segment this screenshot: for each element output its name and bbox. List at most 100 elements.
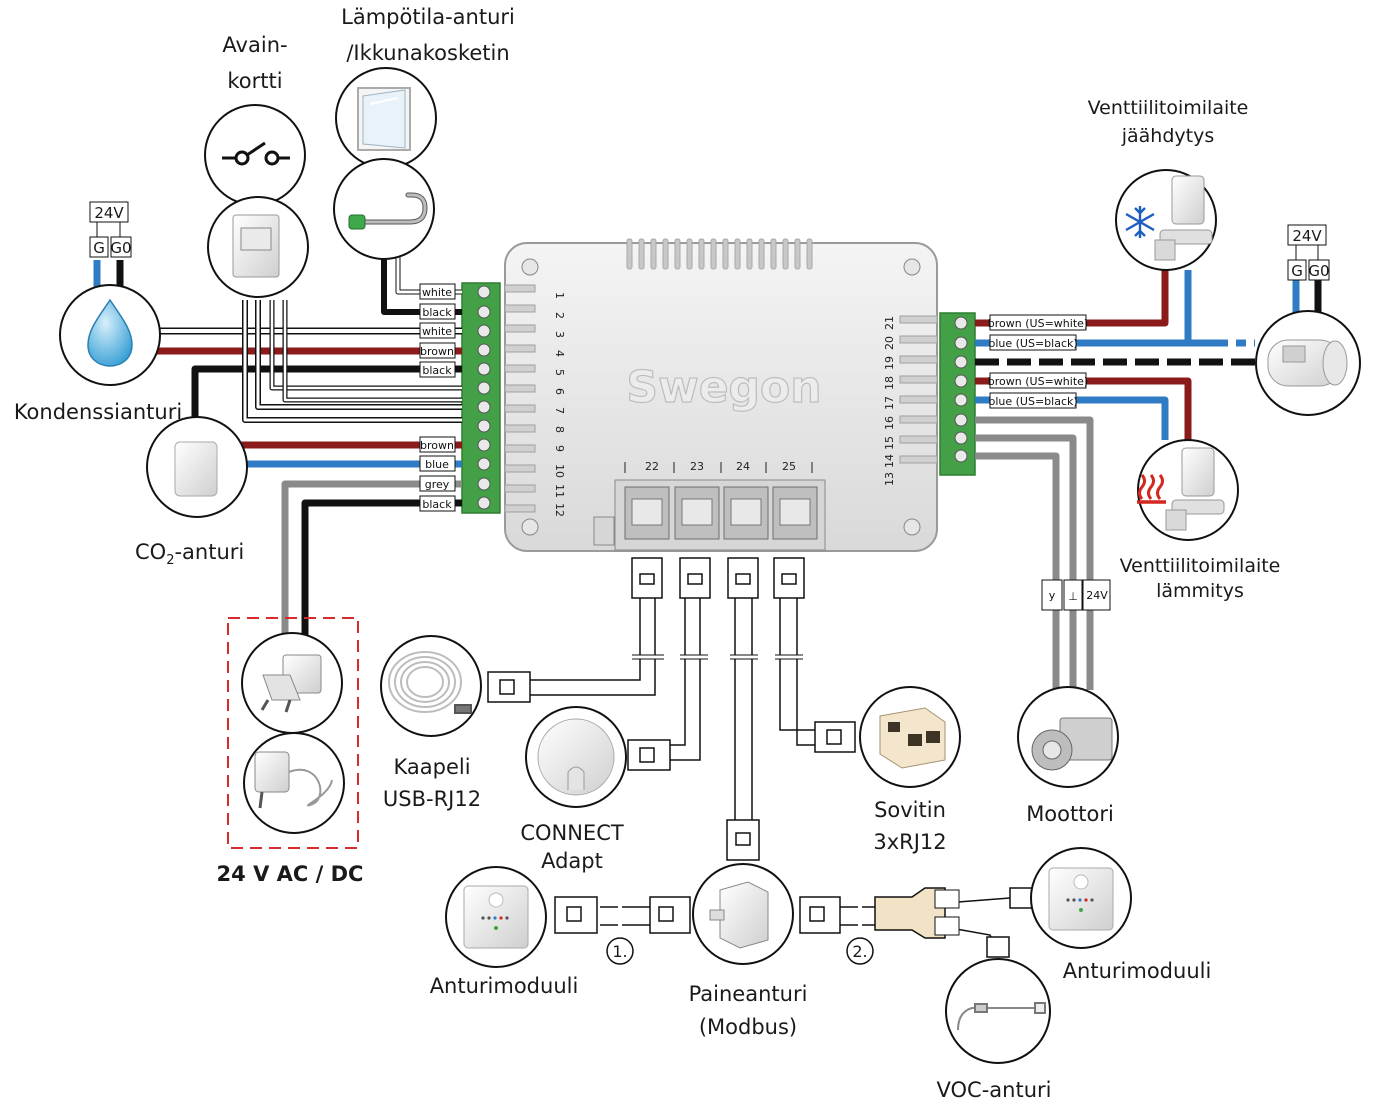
right-wire-tags: brown (US=white) blue (US=black) brown (… xyxy=(988,314,1088,409)
damper-actuator-icon xyxy=(1267,339,1348,387)
window-icon xyxy=(357,87,411,151)
temp-probe-icon xyxy=(348,192,428,230)
step-2: 2. xyxy=(852,942,867,961)
svg-text:6: 6 xyxy=(553,388,566,395)
pressure-sensor-icon xyxy=(709,881,769,949)
motor-device xyxy=(1017,686,1119,788)
label-power: 24 V AC / DC xyxy=(217,862,364,886)
svg-text:16: 16 xyxy=(883,416,896,430)
svg-text:15: 15 xyxy=(883,436,896,450)
tag-blue-10: blue xyxy=(425,458,449,471)
snowflake-icon xyxy=(1125,206,1155,238)
port-24-label: 24 xyxy=(736,460,750,473)
keycard-device xyxy=(207,196,309,298)
motor-terminal-tags: y ⊥ 24V xyxy=(1041,579,1111,611)
label-paine-1: Paineanturi xyxy=(689,982,808,1006)
label-co2: CO2-anturi xyxy=(135,540,244,568)
voc-sensor-icon xyxy=(957,1002,1046,1031)
tag-grey-11: grey xyxy=(425,478,450,491)
rj12-splitter-y xyxy=(874,887,946,939)
valve-heating-device xyxy=(1137,439,1239,541)
damper-actuator-device xyxy=(1255,310,1361,416)
supply-right: 24V G G0 xyxy=(1287,224,1330,281)
rj12-splitter-icon xyxy=(879,707,946,769)
usb-cable-device xyxy=(380,635,482,737)
label-connect-1: CONNECT xyxy=(520,821,624,845)
svg-text:10: 10 xyxy=(553,464,566,478)
svg-text:11: 11 xyxy=(553,484,566,498)
power-adapter-icon xyxy=(254,751,333,809)
usb-cable-icon xyxy=(388,651,472,714)
svg-text:20: 20 xyxy=(883,336,896,350)
key-switch-icon xyxy=(222,141,290,166)
damper-motor-icon xyxy=(1031,717,1113,771)
sensor-module-icon-right xyxy=(1048,867,1114,931)
motor-tag-ground: ⊥ xyxy=(1068,590,1078,603)
label-venttiili-jaah-2: jäähdytys xyxy=(1121,125,1215,147)
keycard-holder-icon xyxy=(232,214,280,278)
svg-text:3: 3 xyxy=(553,331,566,338)
svg-text:21: 21 xyxy=(883,316,896,330)
rj12-ports: 22 23 24 25 xyxy=(593,460,826,551)
vent-slots xyxy=(626,238,813,270)
connect-adapt-device xyxy=(525,706,627,808)
label-venttiili-jaah-1: Venttiilitoimilaite xyxy=(1088,97,1249,119)
voc-sensor-device xyxy=(945,958,1051,1064)
rj12-cables xyxy=(530,596,1011,946)
supply-right-g: G xyxy=(1291,262,1303,280)
step-markers: 1. 2. xyxy=(606,937,874,965)
supply-left: 24V G G0 xyxy=(89,201,132,258)
tag-black-2: black xyxy=(422,306,452,319)
label-kaapeli-1: Kaapeli xyxy=(393,755,470,779)
control-unit: Swegon 1 2 3 4 5 6 7 8 9 10 xyxy=(504,238,938,552)
heat-icon xyxy=(1137,474,1166,504)
svg-text:13: 13 xyxy=(883,472,896,486)
valve-cooling-device xyxy=(1115,169,1217,271)
water-drop-icon xyxy=(87,298,133,367)
tag-brown-9: brown xyxy=(420,439,454,452)
port-22-label: 22 xyxy=(645,460,659,473)
right-fins xyxy=(899,315,938,464)
brand-logo: Swegon xyxy=(626,362,821,413)
label-avainkortti-1: Avain- xyxy=(222,33,287,57)
key-switch-device xyxy=(204,104,306,206)
sensor-module-right xyxy=(1030,847,1132,949)
right-terminal-block xyxy=(939,312,976,476)
label-kondenssi: Kondenssianturi xyxy=(14,400,182,424)
tag-white-3: white xyxy=(422,325,452,338)
tag-blue-20: blue (US=black) xyxy=(988,337,1077,350)
label-anturimoduuli-right: Anturimoduuli xyxy=(1063,959,1212,983)
cable-breaks xyxy=(618,655,862,932)
tag-white-1: white xyxy=(422,286,452,299)
left-terminal-numbers: 1 2 3 4 5 6 7 8 9 10 11 12 xyxy=(553,292,566,517)
tag-brown-21: brown (US=white) xyxy=(988,317,1088,330)
supply-left-g: G xyxy=(93,239,105,257)
label-voc: VOC-anturi xyxy=(937,1078,1052,1102)
svg-text:18: 18 xyxy=(883,376,896,390)
svg-text:17: 17 xyxy=(883,396,896,410)
label-lampotila-2: /Ikkunakosketin xyxy=(346,41,509,65)
window-device xyxy=(335,67,437,169)
svg-text:1: 1 xyxy=(553,292,566,299)
right-terminal-numbers: 21 20 19 18 17 16 15 14 13 xyxy=(883,316,896,486)
left-wire-tags: white black white brown black brown blue… xyxy=(419,283,456,512)
supply-left-g0: G0 xyxy=(110,239,131,257)
label-paine-2: (Modbus) xyxy=(699,1015,797,1039)
labels: Avain- kortti Lämpötila-anturi /Ikkunako… xyxy=(14,5,1281,1102)
label-kaapeli-2: USB-RJ12 xyxy=(383,787,481,811)
tag-black-5: black xyxy=(422,364,452,377)
transformer-icon xyxy=(260,654,322,713)
svg-text:2: 2 xyxy=(553,312,566,319)
tag-black-12: black xyxy=(422,498,452,511)
screws xyxy=(521,258,921,536)
condensation-device xyxy=(59,284,161,386)
label-avainkortti-2: kortti xyxy=(227,69,282,93)
motor-tag-24v: 24V xyxy=(1086,589,1108,602)
supply-left-voltage: 24V xyxy=(94,204,124,222)
tag-brown-4: brown xyxy=(420,345,454,358)
cable-break-ticks xyxy=(632,654,803,660)
co2-device xyxy=(146,416,248,518)
svg-text:8: 8 xyxy=(553,426,566,433)
label-anturimoduuli-left: Anturimoduuli xyxy=(430,974,579,998)
label-lampotila-1: Lämpötila-anturi xyxy=(341,5,515,29)
